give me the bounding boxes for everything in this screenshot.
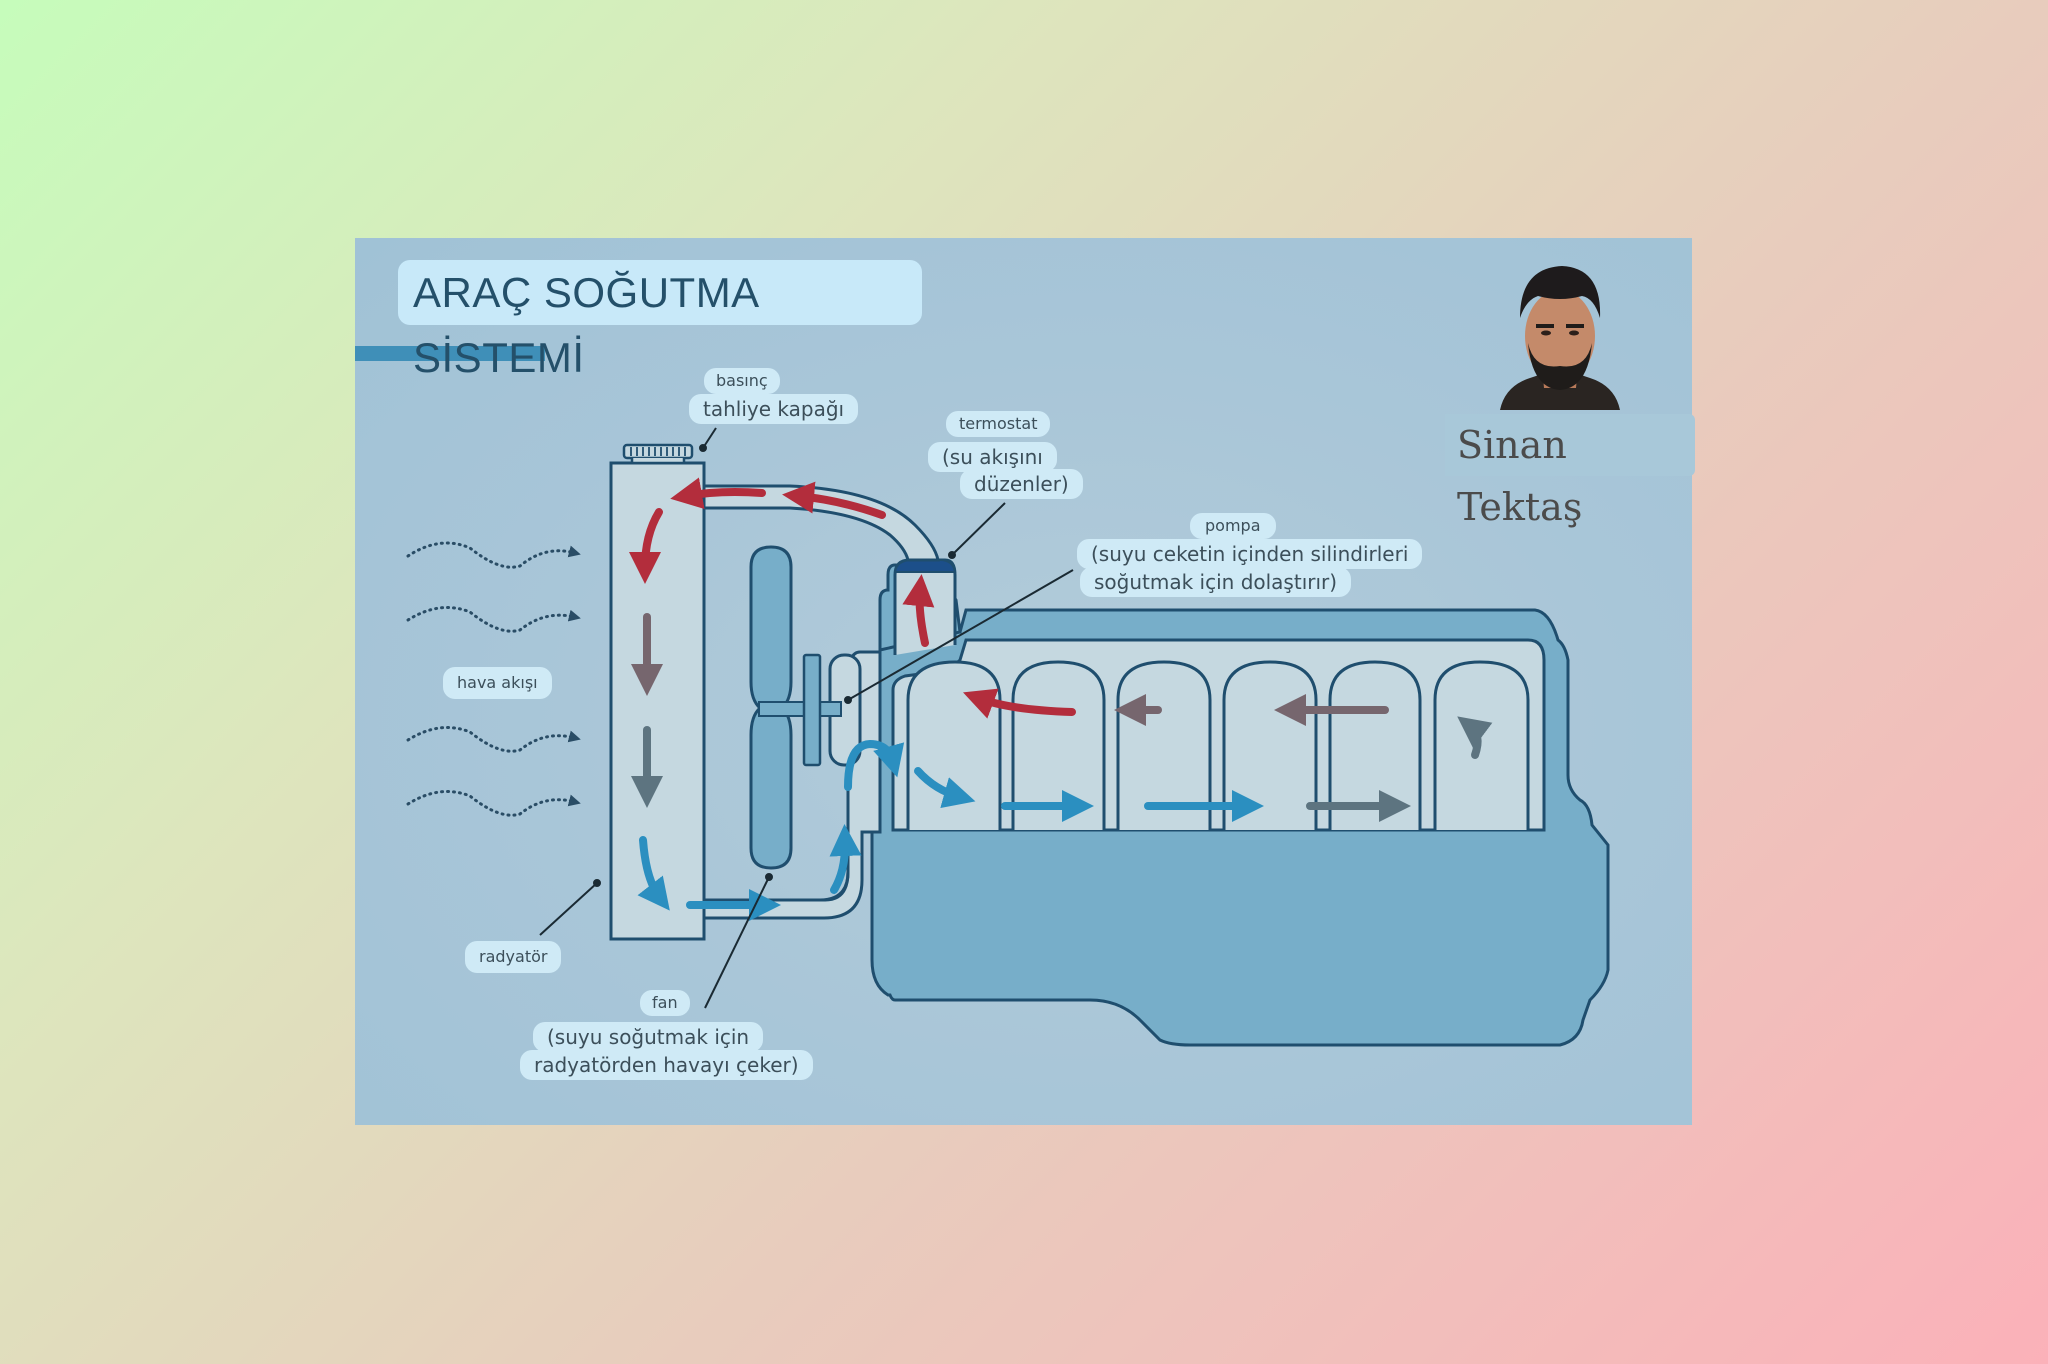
label-thermostat-line3: düzenler)	[960, 469, 1083, 499]
title-accent-bar	[355, 346, 545, 361]
upper-hose	[702, 484, 940, 562]
label-pump-line1: pompa	[1190, 513, 1276, 539]
label-cap-line2: tahliye kapağı	[689, 394, 859, 424]
label-pump-line2: (suyu ceketin içinden silindirleri	[1077, 539, 1423, 569]
label-radiator: radyatör	[465, 941, 562, 973]
engine-block	[870, 608, 1610, 1047]
leader-lines	[539, 427, 1074, 1009]
thermostat	[893, 559, 957, 573]
label-airflow: hava akışı	[443, 667, 552, 699]
author-name: Sinan Tektaş	[1445, 414, 1695, 529]
person-portrait-icon	[1490, 258, 1630, 410]
coolant-flow-arrows	[629, 477, 1493, 921]
label-thermostat-line2: (su akışını	[928, 442, 1057, 472]
label-thermostat-line1: termostat	[946, 411, 1051, 437]
label-cap-line1: basınç	[704, 368, 780, 394]
label-fan-line2: (suyu soğutmak için	[533, 1022, 764, 1052]
label-fan-line1: fan	[640, 990, 690, 1016]
label-pump-line3: soğutmak için dolaştırır)	[1080, 567, 1352, 597]
page-title: ARAÇ SOĞUTMA SİSTEMİ	[398, 260, 922, 381]
airflow-waves	[406, 541, 581, 817]
pressure-cap	[622, 443, 694, 465]
label-fan-line3: radyatörden havayı çeker)	[520, 1050, 813, 1080]
fan	[749, 545, 842, 870]
radiator	[609, 443, 706, 941]
